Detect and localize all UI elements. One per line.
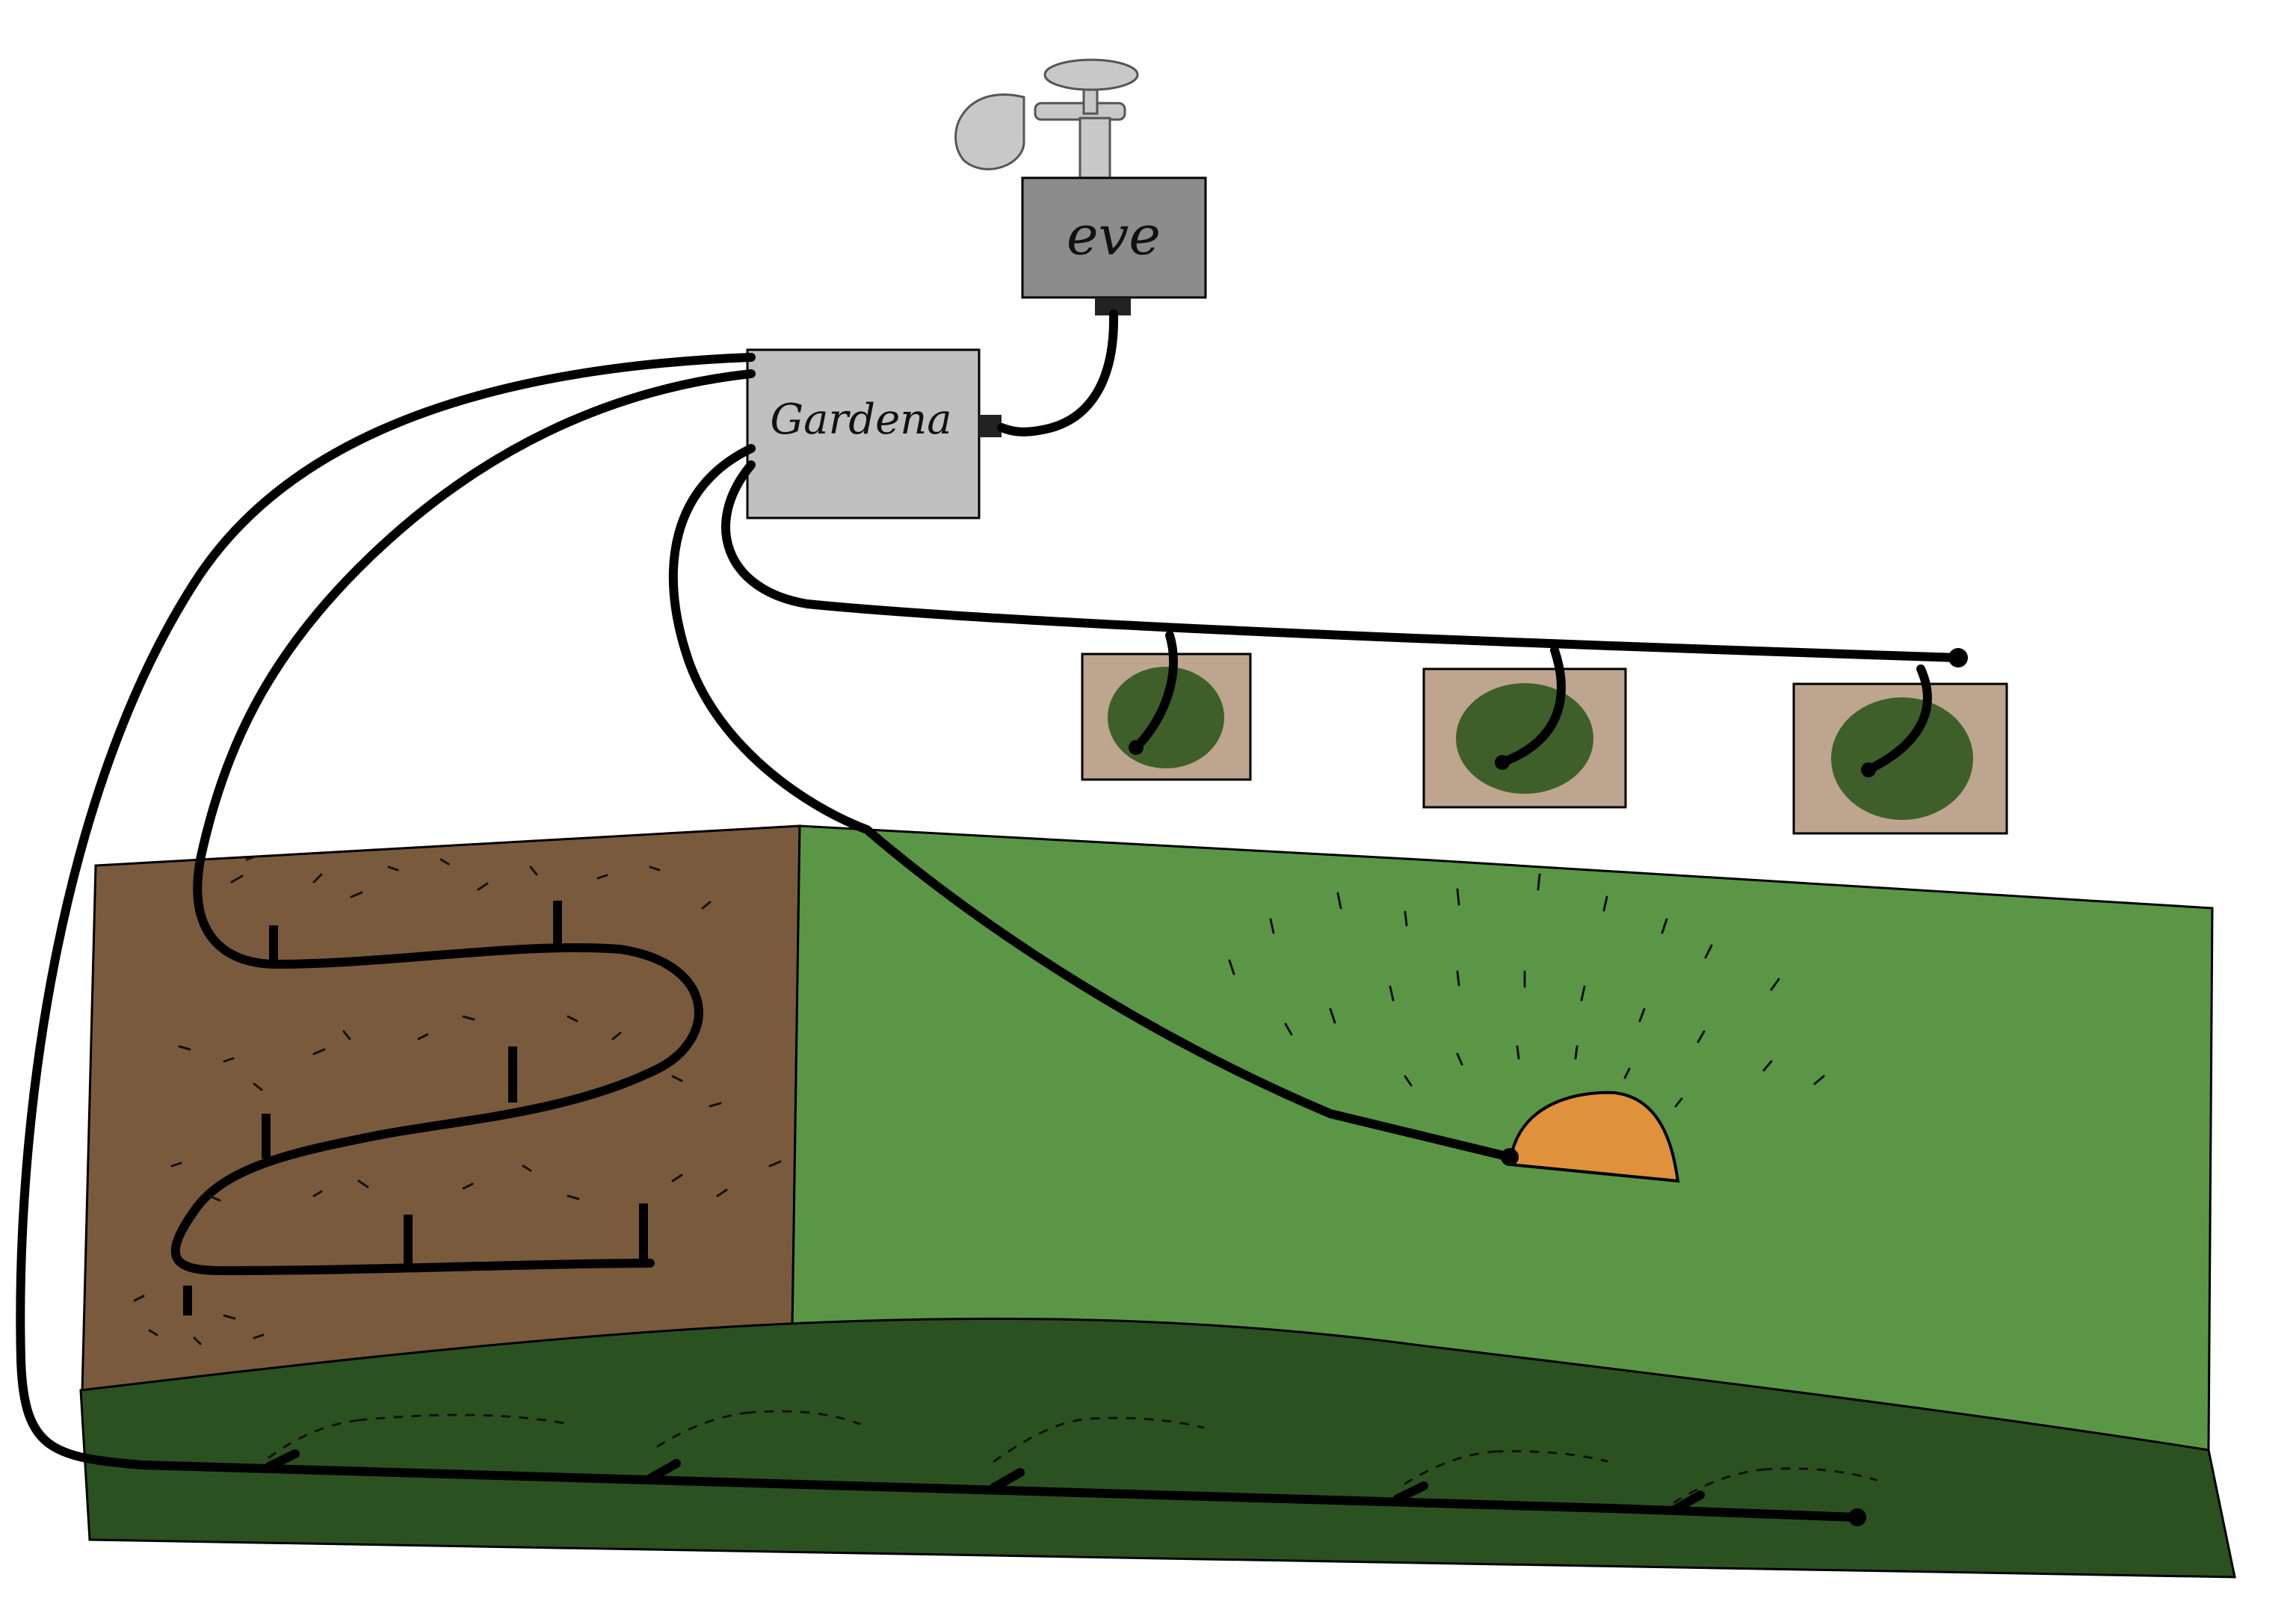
hoses [16, 309, 1963, 1522]
sprinkler-hose [668, 444, 1514, 1162]
sprinkler-spray [1228, 873, 1825, 1108]
strip-hose [16, 353, 1862, 1522]
drip-emitter-icon [553, 901, 562, 946]
water-faucet-icon [954, 58, 1139, 179]
hose-ends [1129, 648, 1968, 1526]
drip-emitter-icon [269, 925, 278, 964]
bed-hose [170, 369, 756, 1275]
pot-hose [721, 460, 1963, 662]
plant-pot-icon [1422, 667, 1627, 809]
drip-emitter-icon [183, 1286, 192, 1315]
drip-emitters [183, 901, 648, 1315]
eve-water-valve-icon: eve [1021, 176, 1207, 315]
drip-emitter-icon [262, 1114, 271, 1159]
supply-hose [997, 309, 1119, 437]
lawn [791, 824, 2214, 1452]
sprinkler-icon [1507, 1091, 1680, 1183]
plant-pot-icon [1792, 682, 2008, 835]
gardena-label: Gardena [770, 395, 951, 444]
ground [79, 824, 2236, 1579]
eve-label: eve [1067, 204, 1161, 267]
drip-emitter-icon [404, 1215, 413, 1265]
pots [1081, 653, 2008, 835]
drip-emitter-icon [639, 1203, 648, 1262]
drip-emitter-icon [508, 1046, 517, 1102]
plant-pot-icon [1081, 653, 1252, 781]
bed-spray [133, 855, 782, 1345]
pot-drip-3 [1864, 664, 1932, 774]
pot-drip-1 [1132, 631, 1178, 752]
pot-drip-2 [1498, 646, 1566, 767]
strip-drip-emitters [265, 1449, 1705, 1514]
strip-spray [268, 1410, 1877, 1504]
gardena-distributor-icon: Gardena [746, 348, 1002, 519]
